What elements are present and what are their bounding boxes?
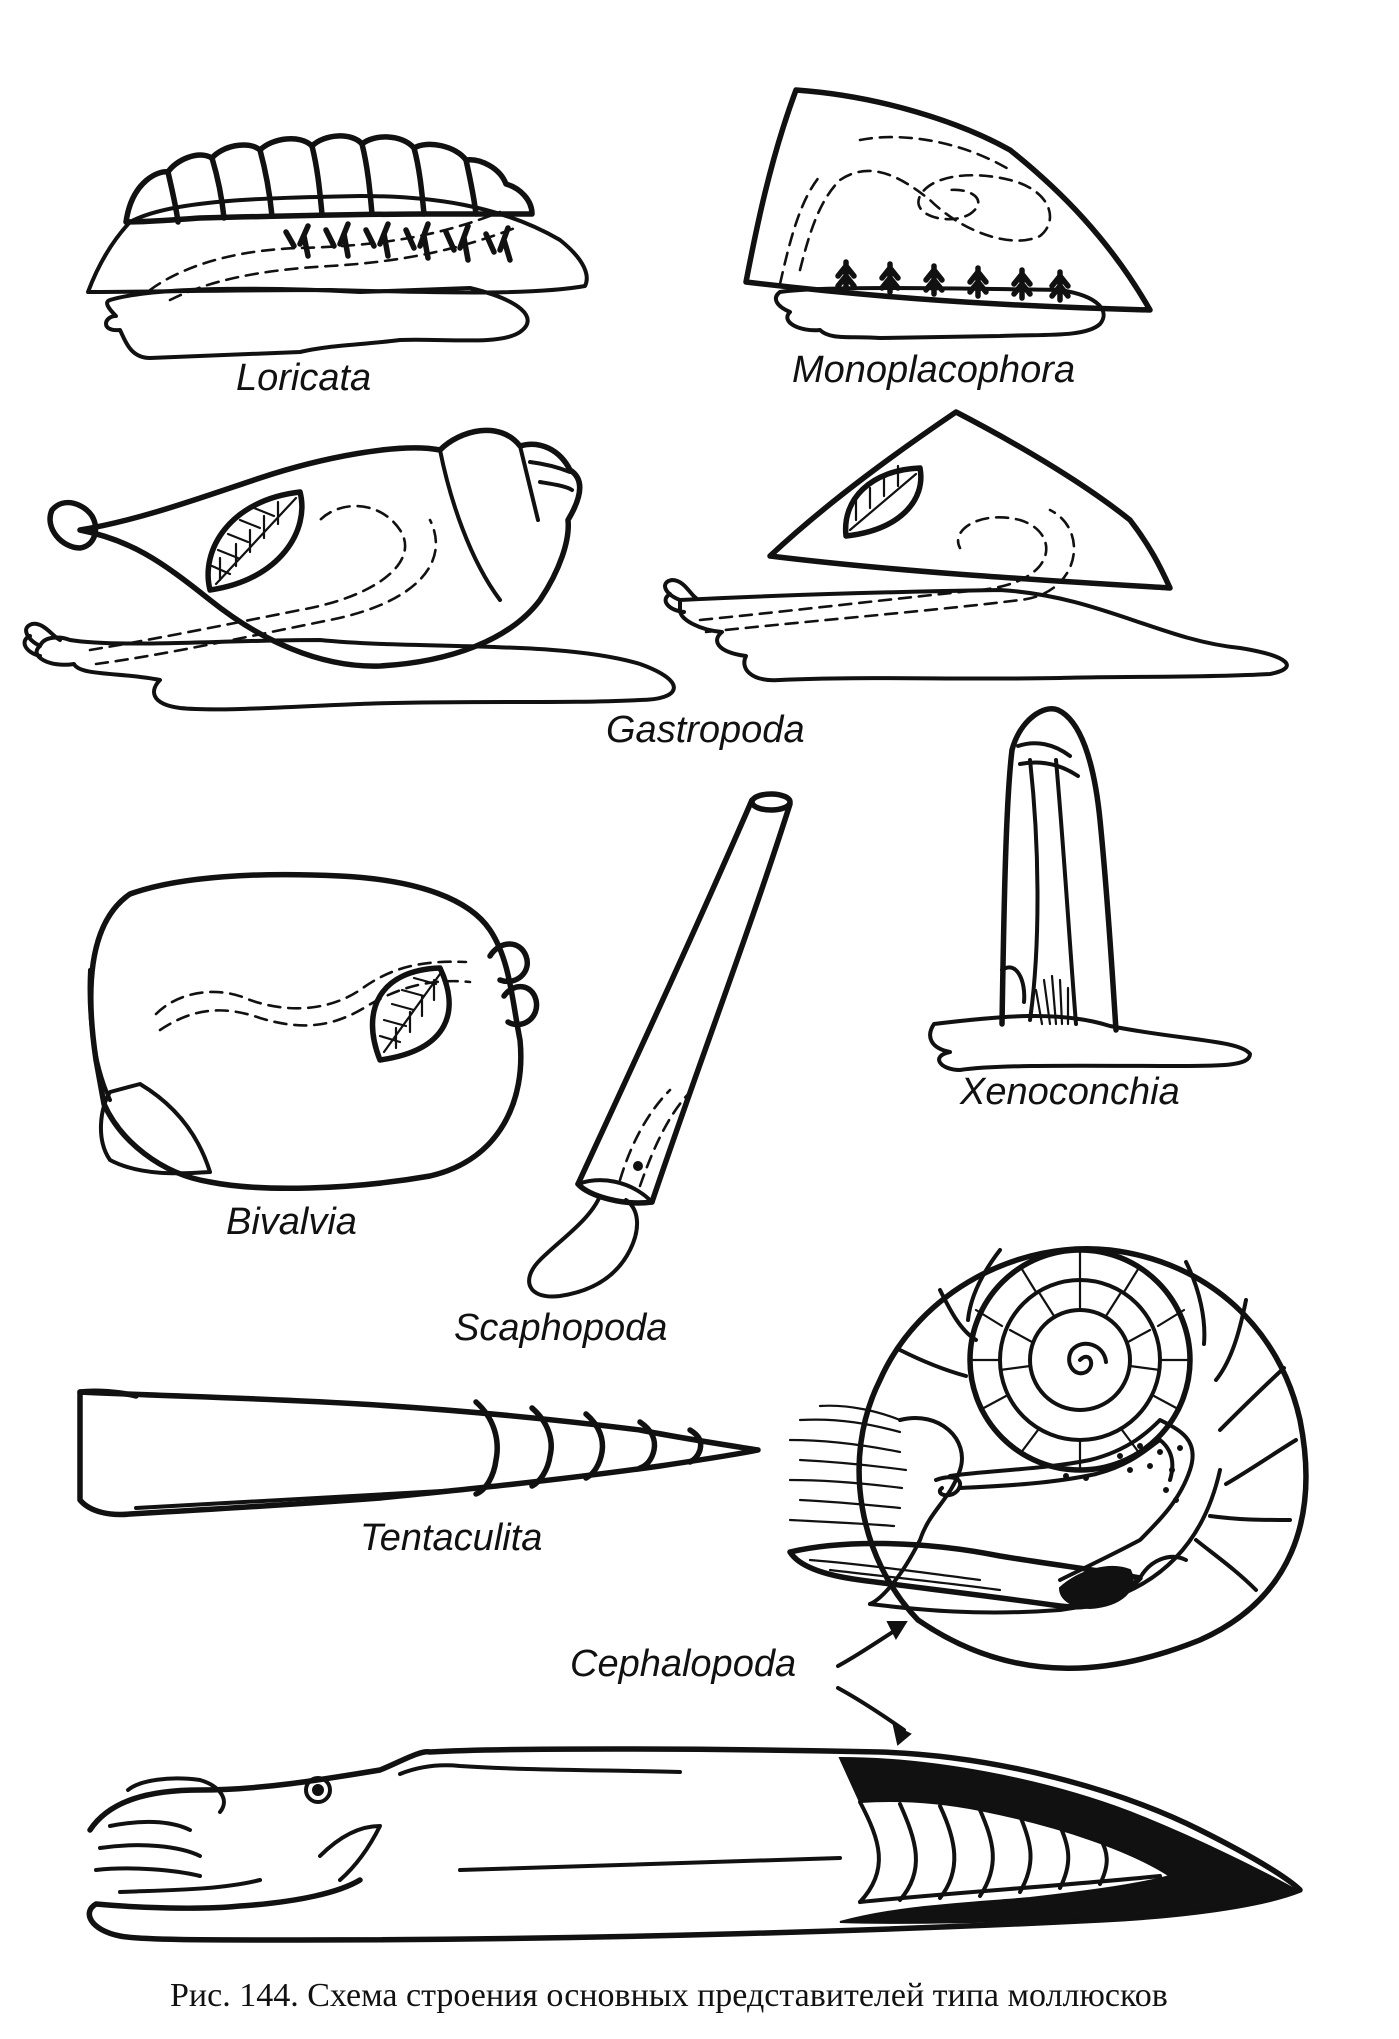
gastropoda-whelk-drawing <box>22 427 676 712</box>
cephalopoda-arrows <box>836 1621 912 1746</box>
bivalvia-drawing <box>87 871 540 1191</box>
cephalopoda-belemnoid-drawing <box>86 1746 1303 1943</box>
gastropoda-whelk-gill <box>205 489 305 593</box>
cephalopoda-tentacles <box>788 1404 908 1528</box>
monoplacophora-gills <box>835 259 1071 303</box>
cephalopoda-speckles <box>1063 1443 1183 1503</box>
gastropoda-cone-gill <box>842 464 924 539</box>
loricata-gills <box>283 221 513 263</box>
scaphopoda-drawing <box>527 791 793 1299</box>
xenoconchia-drawing <box>928 706 1252 1072</box>
loricata-drawing <box>86 133 589 360</box>
tentaculita-drawing <box>77 1388 761 1518</box>
label-tentaculita: Tentaculita <box>360 1517 542 1559</box>
label-bivalvia: Bivalvia <box>226 1201 357 1243</box>
figure-caption: Рис. 144. Схема строения основных предст… <box>170 1977 1168 2014</box>
bivalvia-gill <box>369 965 452 1063</box>
gastropoda-cone-drawing <box>663 409 1289 683</box>
label-scaphopoda: Scaphopoda <box>454 1307 667 1349</box>
label-cephalopoda: Cephalopoda <box>570 1643 796 1685</box>
monoplacophora-drawing <box>743 87 1153 340</box>
label-xenoconchia: Xenoconchia <box>959 1071 1180 1113</box>
cephalopoda-nautilus-drawing <box>787 1246 1309 1671</box>
label-loricata: Loricata <box>236 357 371 399</box>
label-monoplacophora: Monoplacophora <box>792 349 1075 391</box>
label-gastropoda: Gastropoda <box>606 709 805 751</box>
